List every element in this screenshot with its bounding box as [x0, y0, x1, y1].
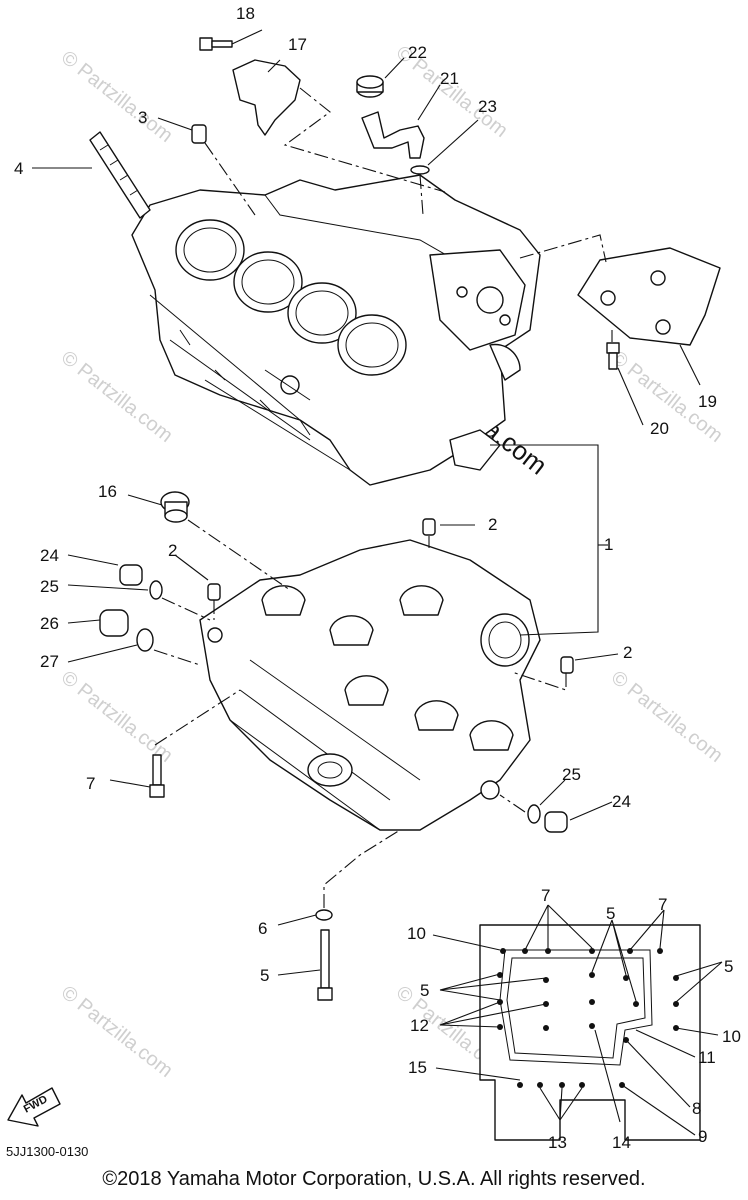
dowel-2c [560, 656, 574, 674]
dowel-2b [207, 583, 221, 601]
lower-crankcase [199, 539, 541, 831]
bolt-pattern-inset [479, 924, 701, 1141]
callout-labels: 18 17 3 4 22 21 23 19 20 1 16 2 2 24 25 … [14, 4, 741, 1152]
watermark-text: © Partzilla.com [57, 347, 177, 447]
callout-7: 7 [658, 895, 667, 914]
callout-13: 13 [548, 1133, 567, 1152]
callout-25: 25 [40, 577, 59, 596]
callout-14: 14 [612, 1133, 631, 1152]
bolt-7 [149, 754, 165, 798]
bolt-20 [606, 342, 620, 370]
plate-19 [577, 247, 721, 346]
cover-17 [232, 59, 301, 136]
o-ring-27 [136, 628, 154, 652]
watermark-text: © Partzilla.com [57, 982, 177, 1082]
o-ring-25a [149, 580, 163, 600]
clamp-22 [356, 75, 384, 98]
callout-15: 15 [408, 1058, 427, 1077]
callout-24: 24 [612, 792, 631, 811]
plug-24b [544, 811, 568, 833]
callout-1: 1 [604, 535, 613, 554]
watermark-text: © Partzilla.com [57, 667, 177, 767]
stud-4 [89, 131, 151, 219]
plug-26 [99, 609, 129, 637]
plug-24a [119, 564, 143, 586]
callout-25: 25 [562, 765, 581, 784]
dowel-2a [422, 518, 436, 536]
callout-27: 27 [40, 652, 59, 671]
callout-5: 5 [420, 981, 429, 1000]
watermark-text: © Partzilla.com [57, 47, 177, 147]
callout-5: 5 [260, 966, 269, 985]
callout-19: 19 [698, 392, 717, 411]
o-ring-25b [527, 804, 541, 824]
bolt-5 [317, 929, 333, 1001]
callout-2: 2 [168, 541, 177, 560]
callout-17: 17 [288, 35, 307, 54]
callout-5: 5 [606, 904, 615, 923]
upper-crankcase [131, 174, 541, 486]
callout-3: 3 [138, 108, 147, 127]
callout-16: 16 [98, 482, 117, 501]
leader-lines [32, 29, 723, 1136]
callout-2: 2 [488, 515, 497, 534]
callout-23: 23 [478, 97, 497, 116]
copyright-notice: ©2018 Yamaha Motor Corporation, U.S.A. A… [102, 1168, 646, 1190]
washer-6 [315, 909, 333, 921]
bolt-18 [199, 37, 233, 51]
callout-2: 2 [623, 643, 632, 662]
callout-10: 10 [722, 1027, 741, 1046]
callout-8: 8 [692, 1099, 701, 1118]
hose-21 [361, 111, 425, 159]
callout-4: 4 [14, 159, 23, 178]
callout-18: 18 [236, 4, 255, 23]
callout-24: 24 [40, 546, 59, 565]
reference-code: 5JJ1300-0130 [6, 1144, 89, 1159]
callout-12: 12 [410, 1016, 429, 1035]
callout-11: 11 [698, 1048, 716, 1067]
callout-26: 26 [40, 614, 59, 633]
fwd-arrow-icon: FWD [7, 1087, 61, 1127]
callout-20: 20 [650, 419, 669, 438]
callout-7: 7 [541, 886, 550, 905]
callout-21: 21 [440, 69, 459, 88]
plug-16 [160, 491, 190, 523]
callout-22: 22 [408, 43, 427, 62]
callout-5: 5 [724, 957, 733, 976]
washer-23 [410, 165, 430, 175]
watermark-text: © Partzilla.com [607, 667, 727, 767]
callout-6: 6 [258, 919, 267, 938]
callout-9: 9 [698, 1127, 707, 1146]
dowel-3 [191, 124, 207, 144]
callout-7: 7 [86, 774, 95, 793]
callout-10: 10 [407, 924, 426, 943]
